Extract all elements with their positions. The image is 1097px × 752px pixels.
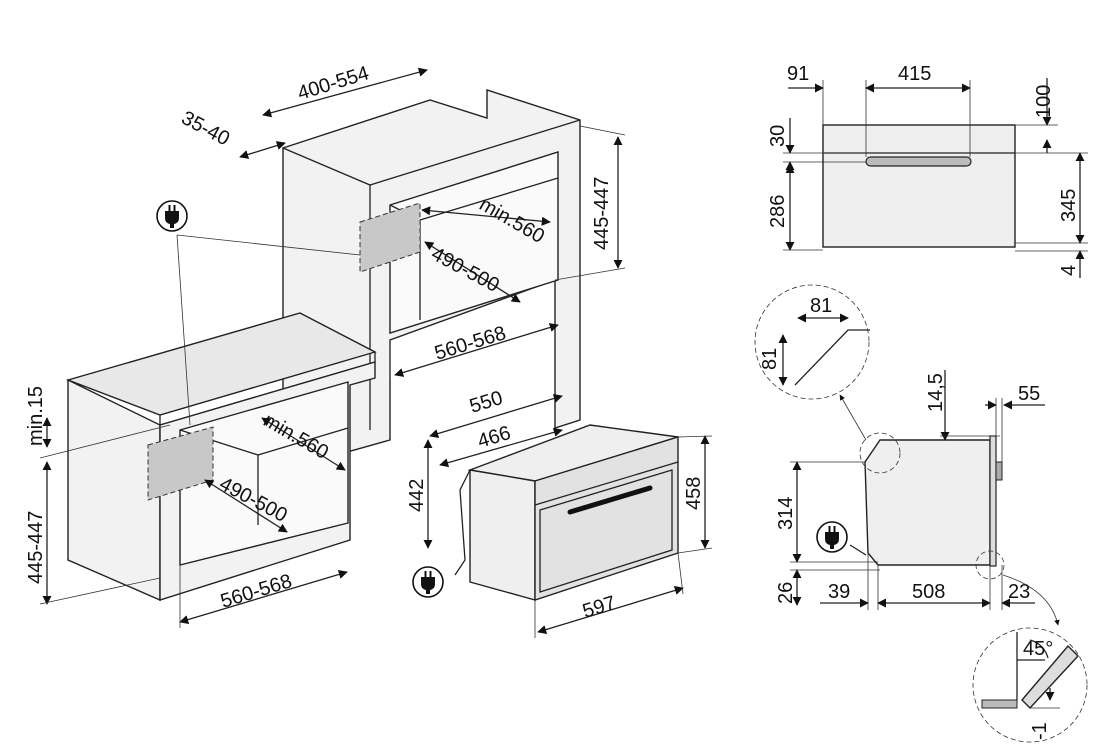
dim-458: 458 (683, 477, 705, 510)
oven-front-view: 91 415 100 345 4 30 286 (767, 63, 1088, 278)
plug-icon-oven (412, 566, 444, 598)
dim-45-degrees: 45° (1023, 638, 1053, 660)
dim-81-horizontal: 81 (810, 295, 832, 317)
base-cabinet (65, 312, 377, 602)
dim-415: 415 (898, 63, 931, 85)
plug-icon-side (816, 521, 848, 553)
door-detail-view: 45° -1 (972, 627, 1088, 743)
dim-550: 550 (467, 387, 505, 418)
dim-81-vertical: 81 (759, 348, 781, 370)
dim-39: 39 (828, 581, 850, 603)
dim-55: 55 (1018, 383, 1040, 405)
dim-314: 314 (775, 497, 797, 530)
electrical-connection-zone-top (359, 202, 421, 273)
dim-400-554: 400-554 (295, 62, 372, 105)
dim-14-5: 14,5 (925, 373, 947, 412)
dim-442: 442 (406, 479, 428, 512)
dim-445-447-top: 445-447 (591, 177, 613, 250)
dim-min15: min.15 (25, 386, 47, 446)
dim-91: 91 (787, 63, 809, 85)
dim-286: 286 (767, 195, 789, 228)
dim-26: 26 (775, 582, 797, 604)
dim-345: 345 (1058, 189, 1080, 222)
dim-minus-1: -1 (1029, 722, 1051, 740)
oven-isometric: 550 466 442 458 597 (406, 387, 713, 638)
dim-4: 4 (1058, 265, 1080, 276)
dim-445-447-left: 445-447 (25, 511, 47, 584)
dim-23: 23 (1008, 581, 1030, 603)
dim-508: 508 (912, 581, 945, 603)
dim-100: 100 (1033, 85, 1055, 118)
dim-597: 597 (580, 592, 618, 623)
oven-side-view: 81 81 14,5 55 314 26 39 508 23 (754, 284, 1060, 626)
dim-35-40: 35-40 (178, 107, 233, 150)
dim-466: 466 (475, 422, 513, 453)
dim-30: 30 (767, 125, 789, 147)
dim-560-568-top: 560-568 (432, 322, 509, 365)
plug-icon (156, 200, 188, 232)
